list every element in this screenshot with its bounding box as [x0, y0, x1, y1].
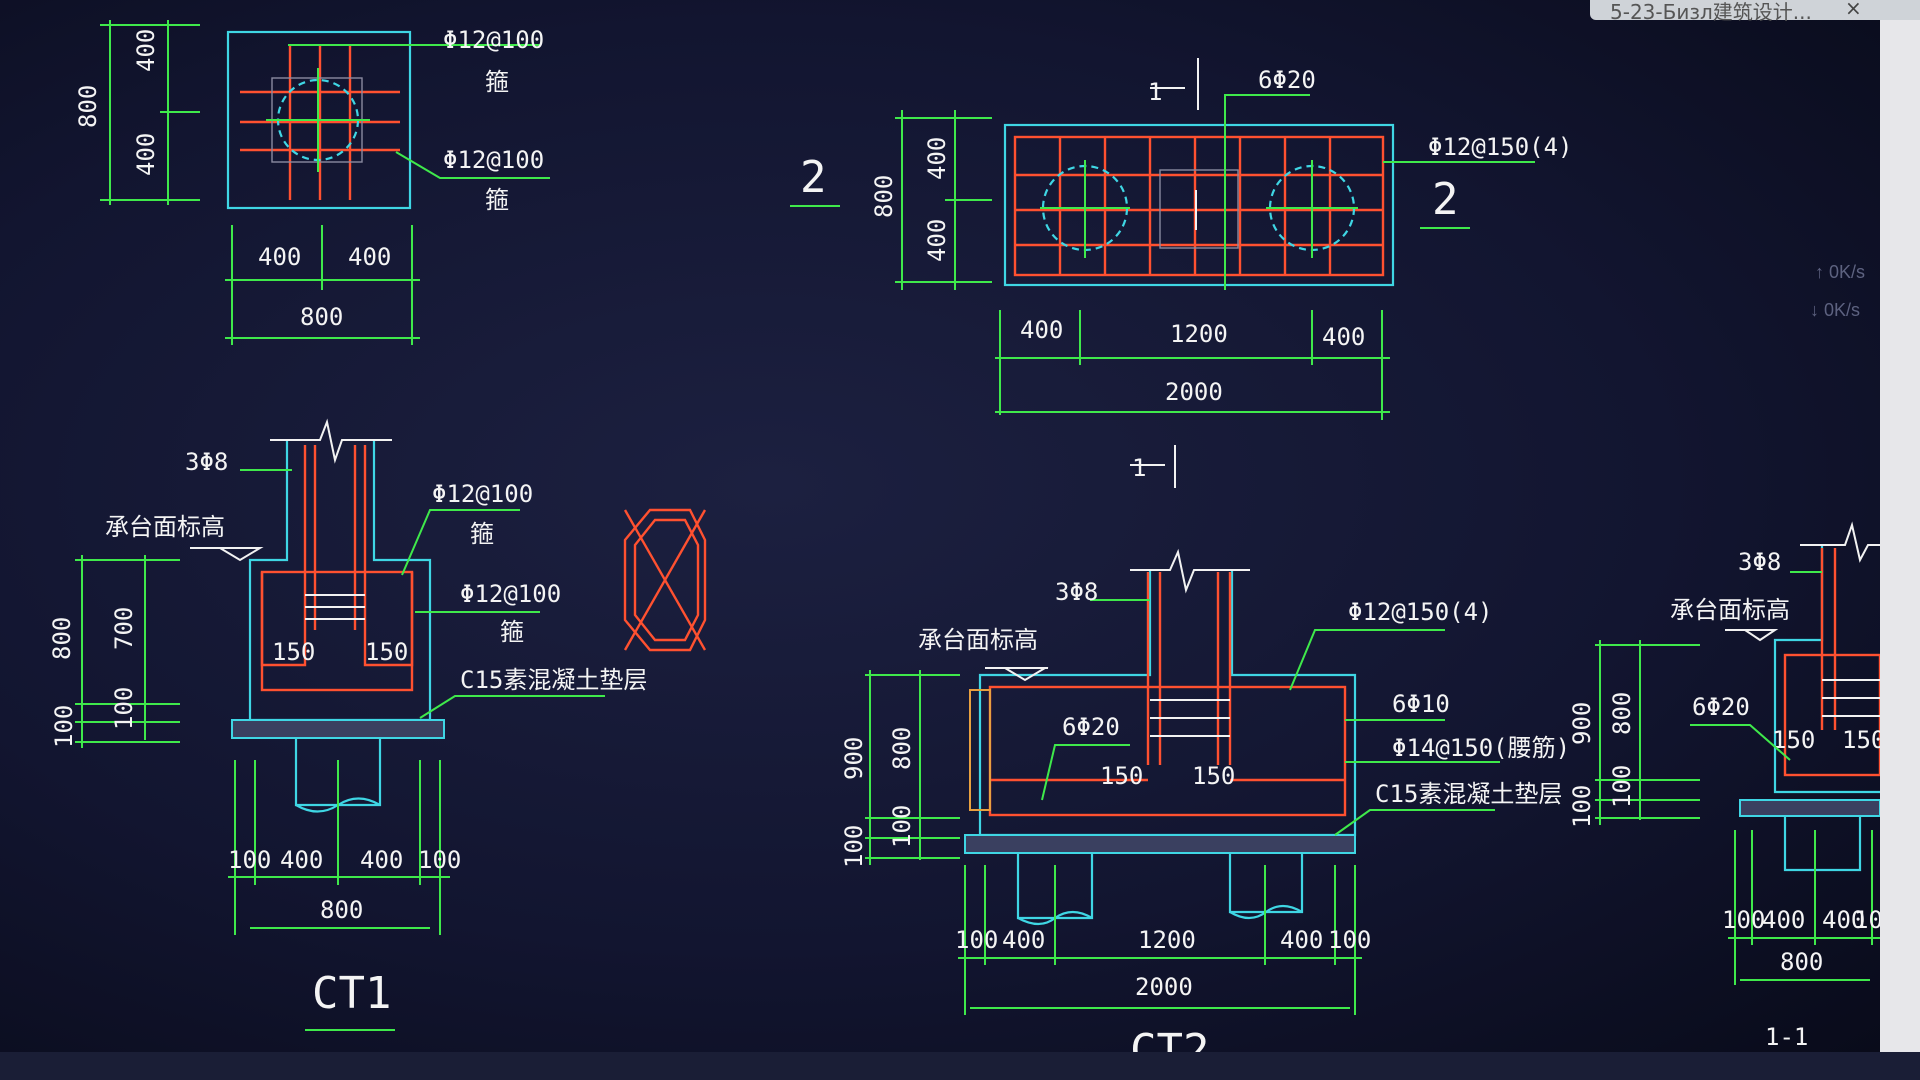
stirrup-detail — [623, 508, 707, 652]
sec-ct2-dim-total: 2000 — [1135, 973, 1193, 1001]
plan-ct1-dim-left-top: 400 — [132, 29, 160, 72]
sec-11-stirrup: 3Φ8 — [1738, 548, 1781, 576]
plan-ct2-dim-left-bot: 400 — [923, 219, 951, 262]
sec-ct2-dim-b3: 1200 — [1138, 926, 1196, 954]
sec-ct1-rebar-a-sub: 箍 — [470, 520, 494, 548]
plan-ct1-rebar-top: Φ12@100 — [443, 26, 544, 54]
sec-ct2-dim-b5: 100 — [1328, 926, 1371, 954]
sec-11-dim-total: 800 — [1780, 948, 1823, 976]
plan-ct2-outline — [1003, 123, 1395, 287]
sec-ct1-dim-v-a: 700 — [110, 607, 138, 650]
sec-ct1-cover-r: 150 — [365, 638, 408, 666]
sec-ct1-dim-b4: 100 — [418, 846, 461, 874]
sec-ct2-rebar-side: 6Φ10 — [1392, 690, 1450, 718]
sec-ct1-dim-v-b: 100 — [110, 687, 138, 730]
section-ct2: 150 150 承台面标高 3Φ8 Φ12@150(4) 6Φ10 Φ14@15… — [840, 548, 1570, 1076]
sec-ct1-dim-v-total: 800 — [48, 617, 76, 660]
section-1-1: 150 150 承台面标高 3Φ8 6Φ20 900 800 100 100 1… — [1568, 521, 1897, 1051]
sec-11-cover-r: 150 — [1842, 726, 1885, 754]
net-up-speed: ↑ 0K/s — [1815, 262, 1866, 282]
sec-11-dim-v-900: 900 — [1568, 702, 1596, 745]
sec-ct2-dim-v-800: 800 — [888, 727, 916, 770]
sec-ct1-title: CT1 — [312, 968, 391, 1019]
plan-ct2-section-left: 2 — [800, 152, 827, 203]
section-ct1: 150 150 承台面标高 3Φ8 Φ12@100 箍 Φ12@100 箍 C1… — [48, 418, 647, 1031]
sec-ct2-cover-r: 150 — [1192, 762, 1235, 790]
sec-11-dim-v-800: 800 — [1608, 692, 1636, 735]
plan-ct1-rebar-bot-sub: 箍 — [485, 186, 509, 214]
sec-ct2-dim-v-100b: 100 — [840, 825, 868, 868]
plan-ct2-dim-bot-c: 400 — [1322, 323, 1365, 351]
sec-ct1-cover-l: 150 — [272, 638, 315, 666]
sec-11-dim-v-100a: 100 — [1608, 765, 1636, 808]
plan-ct2-dim-bot-total: 2000 — [1165, 378, 1223, 406]
sec-ct1-rebar-a: Φ12@100 — [432, 480, 533, 508]
plan-ct1-dim-bot-right: 400 — [348, 243, 391, 271]
sec-ct2-dim-b1: 100 — [955, 926, 998, 954]
sec-ct2-dim-v-900: 900 — [840, 737, 868, 780]
sec-ct1-pad — [231, 719, 445, 739]
plan-ct1-rebar-top-sub: 箍 — [485, 68, 509, 96]
sec-ct2-pad — [964, 834, 1356, 854]
plan-ct2-section-top: 1 — [1148, 78, 1162, 106]
sec-11-dim-b1: 100 — [1722, 906, 1765, 934]
side-panel — [1880, 20, 1920, 1080]
sec-ct2-rebar-bot: 6Φ20 — [1062, 713, 1120, 741]
sec-ct2-cover-l: 150 — [1100, 762, 1143, 790]
sec-ct1-dim-b2: 400 — [280, 846, 323, 874]
plan-ct2-section-bottom: 1 — [1132, 454, 1146, 482]
sec-ct2-rebar-top: Φ12@150(4) — [1348, 598, 1493, 626]
sec-ct2-dim-b2: 400 — [1002, 926, 1045, 954]
plan-ct2-dim-left-total: 800 — [870, 175, 898, 218]
plan-ct1-outline — [226, 30, 412, 210]
sec-ct2-stirrup: 3Φ8 — [1055, 578, 1098, 606]
plan-ct2: 1 1 2 2 6Φ20 Φ12@150(4) 400 400 800 400 … — [790, 58, 1573, 488]
plan-ct2-dim-left-top: 400 — [923, 137, 951, 180]
plan-ct1-dim-left-total: 800 — [74, 85, 102, 128]
plan-ct2-dim-bot-b: 1200 — [1170, 320, 1228, 348]
plan-ct1-dim-left-bot: 400 — [132, 133, 160, 176]
sec-ct2-dim-b4: 400 — [1280, 926, 1323, 954]
plan-ct2-rebar-right: Φ12@150(4) — [1428, 133, 1573, 161]
plan-ct2-dim-bot-a: 400 — [1020, 316, 1063, 344]
window-tab[interactable] — [1590, 0, 1920, 20]
sec-ct2-cap-top: 承台面标高 — [918, 626, 1038, 654]
sec-11-cap-top: 承台面标高 — [1670, 596, 1790, 624]
plan-ct1-dim-bot-total: 800 — [300, 303, 343, 331]
sec-ct1-dim-v-c: 100 — [50, 705, 78, 748]
plan-ct1: Φ12@100 箍 Φ12@100 箍 400 400 800 400 400 … — [74, 20, 550, 345]
sec-11-dim-b3: 400 — [1822, 906, 1865, 934]
sec-11-pad — [1739, 799, 1881, 817]
sec-ct2-pad-label: C15素混凝土垫层 — [1375, 780, 1562, 808]
plan-ct1-rebar-bot: Φ12@100 — [443, 146, 544, 174]
sec-ct1-dim-b3: 400 — [360, 846, 403, 874]
window-tab-title: 5-23-Бизл建筑设计... — [1610, 0, 1812, 24]
sec-11-dim-b2: 400 — [1762, 906, 1805, 934]
bottom-bar — [0, 1052, 1920, 1080]
sec-ct1-stirrup: 3Φ8 — [185, 448, 228, 476]
sec-ct1-rebar-b-sub: 箍 — [500, 618, 524, 646]
sec-ct1-dim-total: 800 — [320, 896, 363, 924]
sec-ct2-dim-v-100a: 100 — [888, 805, 916, 848]
sec-11-title: 1-1 — [1765, 1023, 1808, 1051]
sec-ct1-rebar-b: Φ12@100 — [460, 580, 561, 608]
net-down-speed: ↓ 0K/s — [1810, 300, 1861, 320]
sec-ct1-dim-b1: 100 — [228, 846, 271, 874]
plan-ct2-section-right: 2 — [1432, 174, 1459, 225]
sec-ct1-cap-top: 承台面标高 — [105, 513, 225, 541]
sec-11-dim-v-100b: 100 — [1568, 785, 1596, 828]
sec-ct2-rebar-waist: Φ14@150(腰筋) — [1392, 734, 1570, 762]
close-icon[interactable]: × — [1845, 0, 1862, 20]
plan-ct1-dim-bot-left: 400 — [258, 243, 301, 271]
sec-11-rebar-bot: 6Φ20 — [1692, 693, 1750, 721]
plan-ct2-rebar-top: 6Φ20 — [1258, 66, 1316, 94]
sec-ct1-pad-label: C15素混凝土垫层 — [460, 666, 647, 694]
